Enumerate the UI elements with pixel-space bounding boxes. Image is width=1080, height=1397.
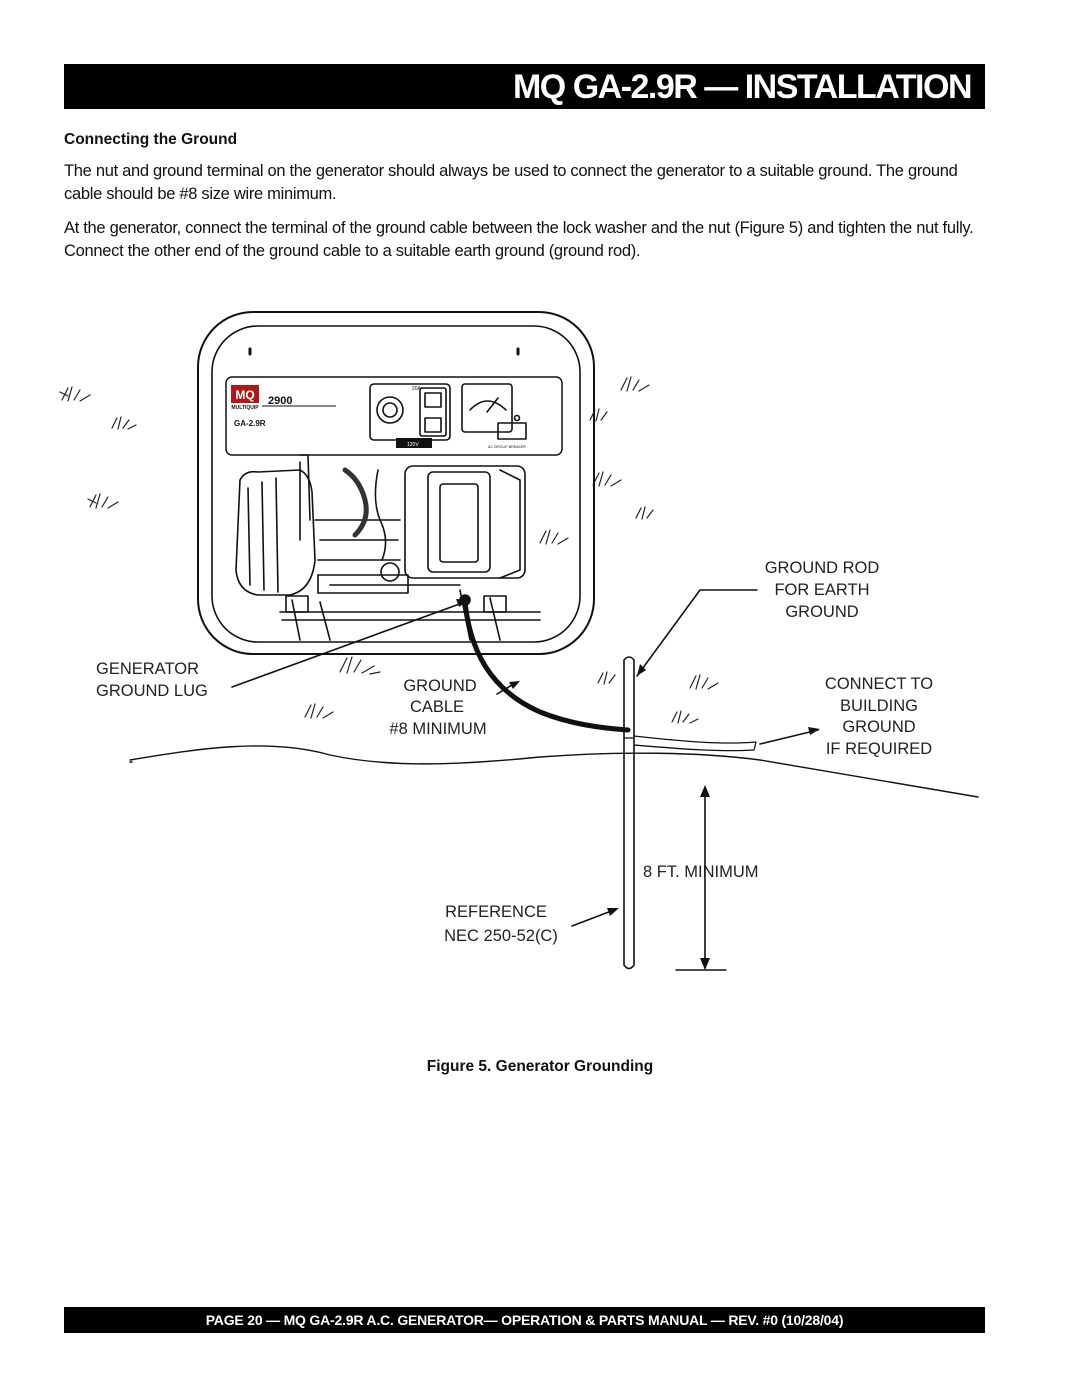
rating-120v: 120V (407, 442, 419, 448)
arrowhead-lug (456, 599, 469, 607)
leader-ground-rod (636, 589, 758, 677)
generator-frame-inner (211, 325, 581, 643)
ground-surface (129, 745, 979, 798)
arrowhead-cable (509, 681, 520, 689)
duplex-receptacle (419, 387, 447, 437)
mq-logo (231, 385, 259, 403)
ground-rod (623, 656, 635, 970)
grounding-diagram: MQ MULTIQUIP 2900 GA-2.9R 20A 120V AC CI… (59, 311, 979, 971)
label-ground-rod-line3: GROUND (785, 603, 858, 621)
label-connect-line1: CONNECT TO (825, 675, 933, 693)
label-reference-line1: REFERENCE (445, 903, 547, 921)
footer-text: PAGE 20 — MQ GA-2.9R A.C. GENERATOR— OPE… (205, 1312, 844, 1328)
leader-connect-building (759, 729, 819, 745)
generator-frame (197, 311, 595, 655)
twistlock-socket (376, 396, 404, 424)
voltmeter (461, 383, 513, 433)
leader-reference (571, 909, 615, 927)
arrowhead-reference (607, 908, 619, 916)
footer-bar: PAGE 20 — MQ GA-2.9R A.C. GENERATOR— OPE… (64, 1307, 985, 1333)
arrowhead-building (808, 727, 820, 735)
grass-tufts (59, 376, 719, 724)
label-reference-line2: NEC 250-52(C) (444, 927, 558, 945)
label-depth: 8 FT. MINIMUM (643, 863, 759, 881)
engine-block (235, 469, 316, 596)
breaker-label: AC CIRCUIT BREAKER (488, 445, 526, 449)
label-ground-rod: GROUND ROD FOR EARTH GROUND (765, 559, 880, 621)
brand-text: MULTIQUIP (231, 405, 259, 411)
alternator (404, 465, 526, 579)
paragraph-ground-procedure: At the generator, connect the terminal o… (64, 219, 974, 260)
label-generator-lug-line1: GENERATOR (96, 660, 199, 678)
label-ground-rod-line2: FOR EARTH (774, 581, 869, 599)
paragraph-ground-intro: The nut and ground terminal on the gener… (64, 162, 958, 203)
generator-panel (225, 376, 563, 456)
label-connect-line3: GROUND (842, 718, 915, 736)
mq-logo-text: MQ (235, 388, 254, 402)
header-bar: MQ GA-2.9R — INSTALLATION (64, 64, 985, 109)
label-ground-rod-line1: GROUND ROD (765, 559, 880, 577)
base-rail (279, 611, 541, 621)
figure-caption: Figure 5. Generator Grounding (426, 1058, 654, 1075)
leader-generator-lug (231, 601, 466, 688)
model-name: GA-2.9R (234, 419, 266, 428)
section-heading: Connecting the Ground (64, 131, 238, 148)
label-ground-cable-line3: #8 MINIMUM (389, 720, 486, 738)
building-ground-wire (633, 735, 757, 752)
rating-20a: 20A (412, 386, 422, 392)
circuit-breaker (497, 422, 527, 440)
ground-cable (462, 599, 631, 733)
arrowhead-ground-rod (637, 664, 646, 676)
page-title: MQ GA-2.9R — INSTALLATION (512, 68, 973, 106)
label-connect-line4: IF REQUIRED (826, 740, 932, 758)
label-ground-cable-line1: GROUND (403, 677, 476, 695)
generator-grounding-figure: MQ MULTIQUIP 2900 GA-2.9R 20A 120V AC CI… (0, 300, 1080, 1000)
arrowhead-depth-bottom (700, 958, 710, 970)
label-generator-lug-line2: GROUND LUG (96, 682, 208, 700)
label-ground-cable-line2: CABLE (410, 698, 464, 716)
arrowhead-depth-top (700, 785, 710, 797)
model-number: 2900 (268, 395, 292, 407)
label-connect-line2: BUILDING (840, 697, 918, 715)
